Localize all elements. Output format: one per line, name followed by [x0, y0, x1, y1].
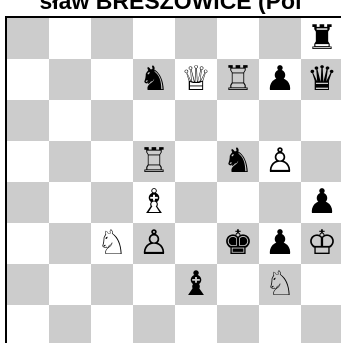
square-h5	[301, 141, 341, 182]
square-e5	[175, 141, 217, 182]
black-bishop-icon: ♝	[175, 264, 217, 305]
square-d2	[133, 264, 175, 305]
square-e6	[175, 100, 217, 141]
square-c1	[91, 305, 133, 343]
square-c6	[91, 100, 133, 141]
white-king-icon: ♔	[301, 223, 341, 264]
square-b3	[49, 223, 91, 264]
square-f8	[217, 18, 259, 59]
black-king-icon: ♚	[217, 223, 259, 264]
square-a5	[7, 141, 49, 182]
square-d8	[133, 18, 175, 59]
square-d6	[133, 100, 175, 141]
black-knight-icon: ♞	[217, 141, 259, 182]
square-b4	[49, 182, 91, 223]
square-c5	[91, 141, 133, 182]
board-frame: ♜♞♕♖♟♛♖♞♙♗♟♘♙♚♟♔♝♘	[5, 16, 341, 343]
square-c8	[91, 18, 133, 59]
square-a6	[7, 100, 49, 141]
square-g4	[259, 182, 301, 223]
square-g1	[259, 305, 301, 343]
white-rook-icon: ♖	[133, 141, 175, 182]
square-e1	[175, 305, 217, 343]
square-e8	[175, 18, 217, 59]
square-b6	[49, 100, 91, 141]
black-knight-icon: ♞	[133, 59, 175, 100]
square-b2	[49, 264, 91, 305]
square-c7	[91, 59, 133, 100]
square-a1	[7, 305, 49, 343]
square-f2	[217, 264, 259, 305]
diagram-title: sław BRESZOWICE (Pol	[0, 0, 341, 13]
black-pawn-icon: ♟	[259, 223, 301, 264]
black-queen-icon: ♛	[301, 59, 341, 100]
chess-board: ♜♞♕♖♟♛♖♞♙♗♟♘♙♚♟♔♝♘	[7, 18, 341, 343]
white-rook-icon: ♖	[217, 59, 259, 100]
black-pawn-icon: ♟	[259, 59, 301, 100]
square-a2	[7, 264, 49, 305]
white-knight-icon: ♘	[91, 223, 133, 264]
square-b5	[49, 141, 91, 182]
square-g8	[259, 18, 301, 59]
square-e4	[175, 182, 217, 223]
square-h2	[301, 264, 341, 305]
square-f6	[217, 100, 259, 141]
square-b7	[49, 59, 91, 100]
square-c4	[91, 182, 133, 223]
square-c2	[91, 264, 133, 305]
white-bishop-icon: ♗	[133, 182, 175, 223]
square-a4	[7, 182, 49, 223]
square-a7	[7, 59, 49, 100]
black-rook-icon: ♜	[301, 18, 341, 59]
square-g6	[259, 100, 301, 141]
square-d1	[133, 305, 175, 343]
square-a3	[7, 223, 49, 264]
white-pawn-icon: ♙	[133, 223, 175, 264]
square-a8	[7, 18, 49, 59]
white-queen-icon: ♕	[175, 59, 217, 100]
square-b1	[49, 305, 91, 343]
black-pawn-icon: ♟	[301, 182, 341, 223]
white-knight-icon: ♘	[259, 264, 301, 305]
square-f4	[217, 182, 259, 223]
square-f1	[217, 305, 259, 343]
square-e3	[175, 223, 217, 264]
square-h6	[301, 100, 341, 141]
square-b8	[49, 18, 91, 59]
white-pawn-icon: ♙	[259, 141, 301, 182]
square-h1	[301, 305, 341, 343]
